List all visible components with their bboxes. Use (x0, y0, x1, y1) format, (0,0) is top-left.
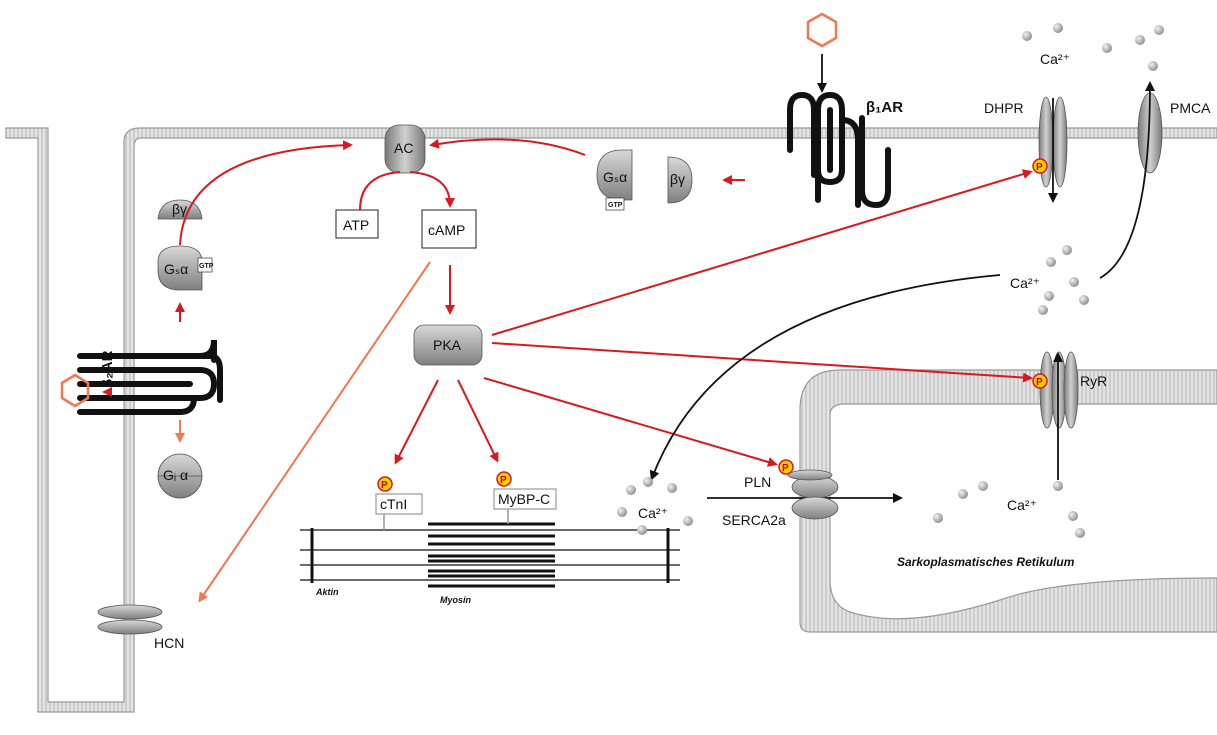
gtp-label-right: GTP (608, 202, 623, 209)
svg-text:P: P (782, 463, 789, 474)
pka-label: PKA (433, 337, 462, 353)
phospho-pln: P (779, 460, 793, 474)
pln-label: PLN (744, 474, 771, 490)
betagamma-label-left: βγ (172, 201, 187, 217)
dhpr-label: DHPR (984, 100, 1024, 116)
aktin-label: Aktin (315, 587, 339, 597)
betagamma-label-right: βγ (670, 171, 685, 187)
beta2-ar-label: β₂AR (99, 350, 116, 388)
pmca-label: PMCA (1170, 100, 1211, 116)
svg-text:P: P (381, 480, 388, 491)
ryr-channel (1040, 352, 1078, 480)
ca-mid-label: Ca²⁺ (1010, 275, 1040, 291)
sarcomere (300, 508, 680, 586)
gi-alpha-label: Gᵢ α (163, 467, 188, 483)
phospho-dhpr: P (1033, 159, 1047, 173)
hcn-label: HCN (154, 635, 184, 651)
ligand-beta1 (808, 14, 836, 46)
camp-label: cAMP (428, 222, 465, 238)
phospho-ctni: P (378, 477, 392, 491)
gs-alpha-label-left: Gₛα (164, 261, 188, 277)
serca-label: SERCA2a (722, 512, 786, 528)
gs-alpha-label-right: Gₛα (603, 169, 627, 185)
ligand-beta2 (62, 375, 88, 406)
pmca-pump (1100, 84, 1162, 278)
ac-label: AC (394, 140, 413, 156)
ryr-label: RyR (1080, 373, 1107, 389)
ctni-label: cTnI (380, 496, 407, 512)
sr-label: Sarkoplasmatisches Retikulum (897, 555, 1075, 569)
myosin-label: Myosin (440, 595, 472, 605)
phospho-mybpc: P (497, 472, 511, 486)
dhpr-channel (1039, 97, 1067, 200)
svg-text:P: P (1036, 162, 1043, 173)
svg-text:P: P (500, 475, 507, 486)
svg-text:P: P (1036, 377, 1043, 388)
ca-sr-label: Ca²⁺ (1007, 497, 1037, 513)
atp-label: ATP (343, 217, 369, 233)
beta1-ar-label: β₁AR (866, 99, 903, 116)
mybpc-label: MyBP-C (498, 491, 550, 507)
gtp-label-left: GTP (199, 263, 214, 270)
ca-top-label: Ca²⁺ (1040, 51, 1070, 67)
phospho-ryr: P (1033, 374, 1047, 388)
ca-left-label: Ca²⁺ (638, 505, 668, 521)
